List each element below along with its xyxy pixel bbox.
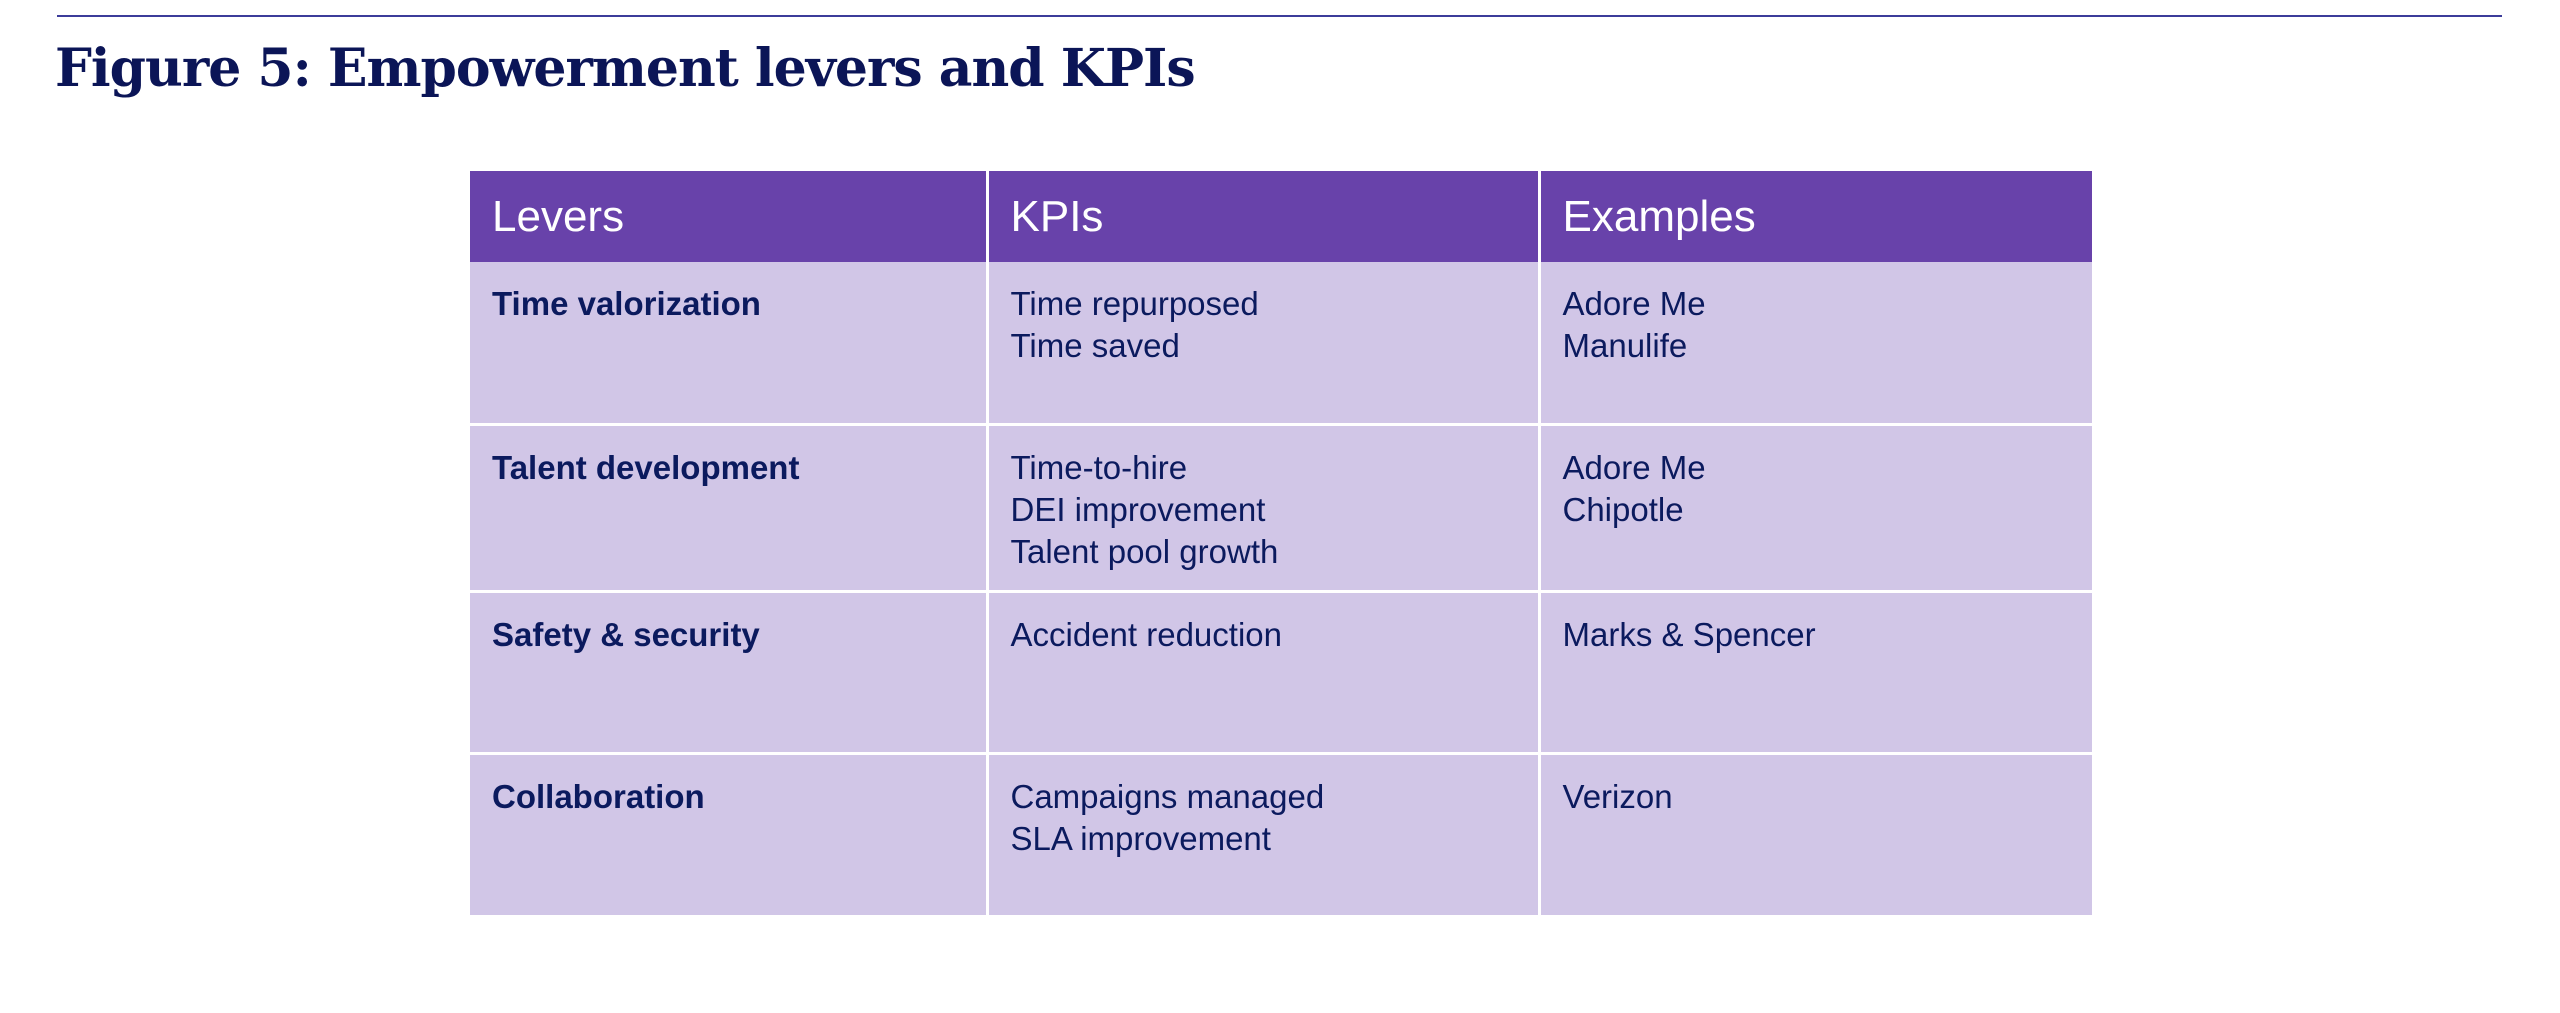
examples-cell: Adore Me Chipotle bbox=[1537, 422, 2092, 593]
example-item: Marks & Spencer bbox=[1562, 615, 1816, 653]
table-row: Time valorization Time repurposed Time s… bbox=[470, 262, 2092, 426]
example-item: Manulife bbox=[1562, 327, 1688, 364]
kpi-item: Talent pool growth bbox=[1010, 532, 1279, 570]
table-row: Collaboration Campaigns managed SLA impr… bbox=[470, 751, 2092, 915]
top-rule bbox=[57, 15, 2502, 17]
lever-name: Talent development bbox=[492, 448, 800, 486]
kpis-cell: Time repurposed Time saved bbox=[985, 262, 1541, 426]
header-examples: Examples bbox=[1537, 171, 2092, 262]
kpis-cell: Time-to-hire DEI improvement Talent pool… bbox=[985, 422, 1541, 593]
example-item: Verizon bbox=[1562, 777, 1673, 815]
kpi-item: DEI improvement bbox=[1010, 490, 1266, 528]
lever-name: Time valorization bbox=[492, 285, 761, 322]
kpi-item: SLA improvement bbox=[1010, 819, 1271, 857]
kpi-item: Time-to-hire bbox=[1010, 448, 1188, 486]
lever-cell: Safety & security bbox=[470, 589, 989, 755]
kpi-item: Campaigns managed bbox=[1010, 777, 1325, 815]
levers-kpi-table: Levers KPIs Examples Time valorization T… bbox=[470, 171, 2092, 915]
lever-cell: Collaboration bbox=[470, 751, 989, 915]
lever-name: Safety & security bbox=[492, 615, 760, 653]
example-item: Adore Me bbox=[1562, 448, 1706, 486]
table-header-row: Levers KPIs Examples bbox=[470, 171, 2092, 262]
figure-title: Figure 5: Empowerment levers and KPIs bbox=[55, 38, 1196, 99]
table-row: Talent development Time-to-hire DEI impr… bbox=[470, 422, 2092, 593]
kpis-cell: Accident reduction bbox=[985, 589, 1541, 755]
lever-cell: Time valorization bbox=[470, 262, 989, 426]
example-item: Chipotle bbox=[1562, 490, 1684, 528]
kpis-cell: Campaigns managed SLA improvement bbox=[985, 751, 1541, 915]
header-levers: Levers bbox=[470, 171, 989, 262]
examples-cell: Marks & Spencer bbox=[1537, 589, 2092, 755]
kpi-item: Time repurposed bbox=[1010, 285, 1259, 322]
examples-cell: Verizon bbox=[1537, 751, 2092, 915]
kpi-item: Accident reduction bbox=[1010, 615, 1283, 653]
kpi-item: Time saved bbox=[1010, 327, 1180, 364]
lever-cell: Talent development bbox=[470, 422, 989, 593]
table-row: Safety & security Accident reduction Mar… bbox=[470, 589, 2092, 755]
examples-cell: Adore Me Manulife bbox=[1537, 262, 2092, 426]
header-kpis: KPIs bbox=[985, 171, 1541, 262]
lever-name: Collaboration bbox=[492, 777, 705, 815]
example-item: Adore Me bbox=[1562, 285, 1706, 322]
